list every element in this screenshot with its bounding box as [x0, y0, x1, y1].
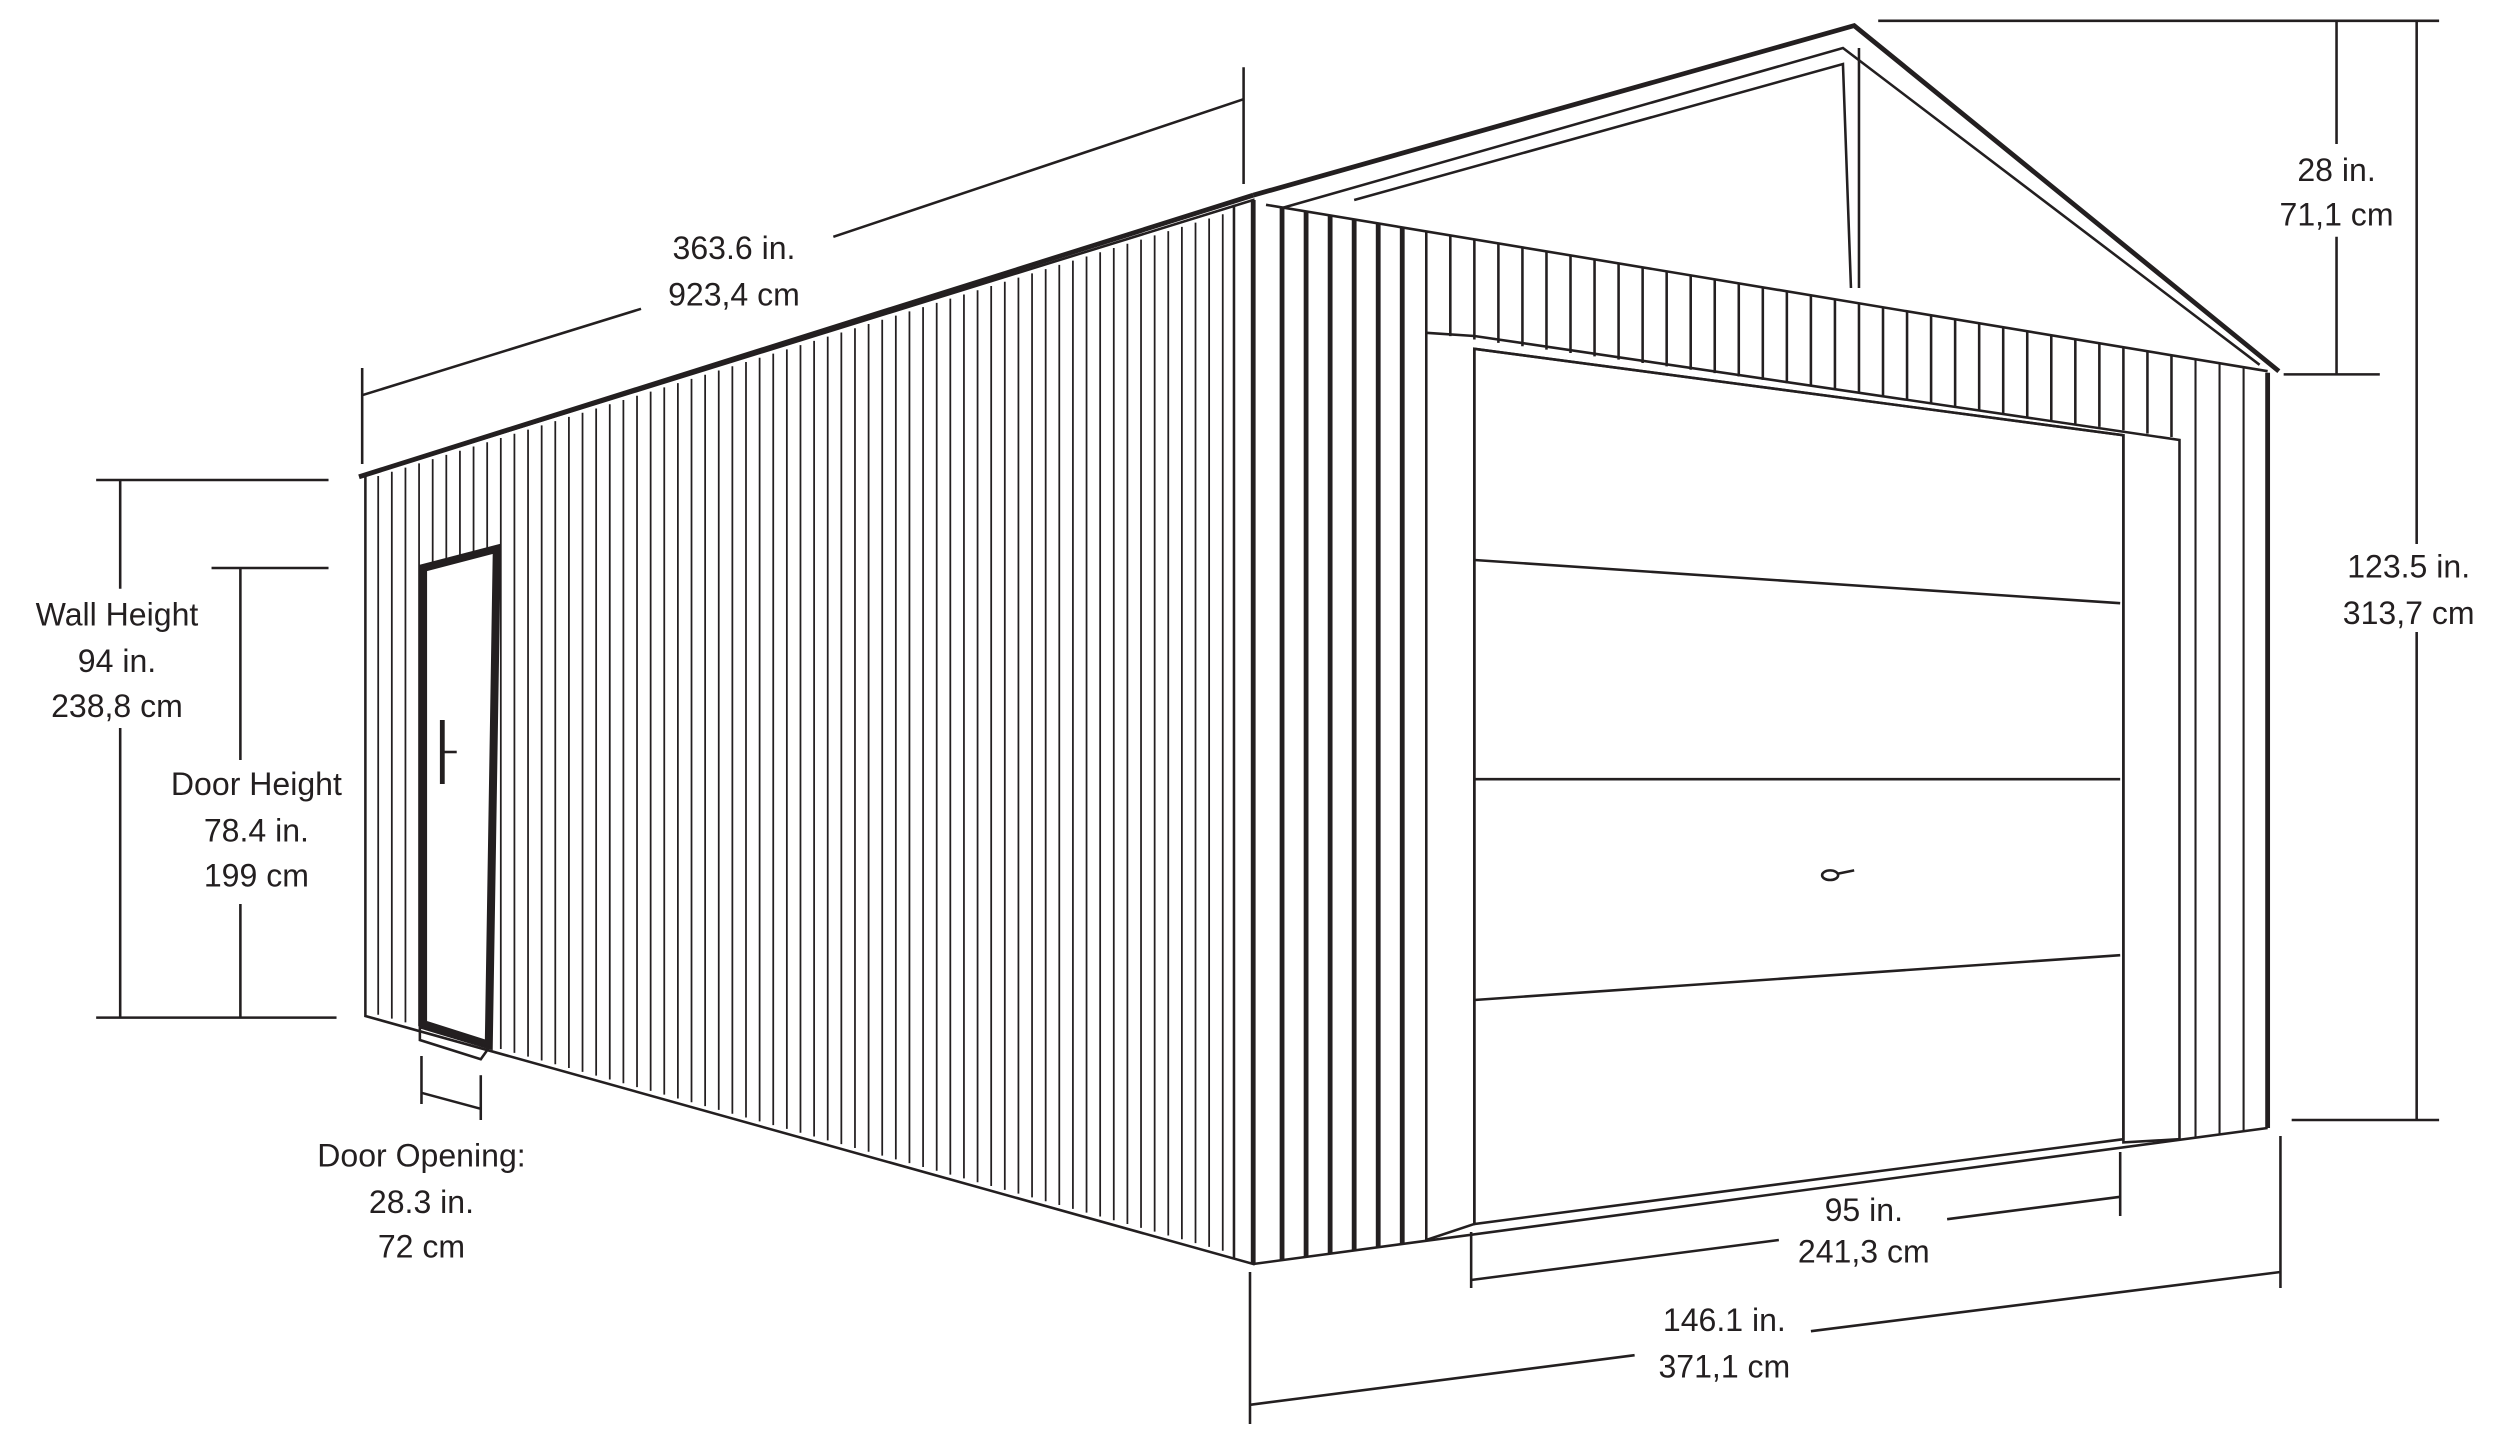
door-opening-metric: 72 cm [378, 1229, 465, 1265]
front-bottom [1253, 1126, 2268, 1266]
garage-door-width-imperial: 95 in. [1825, 1192, 1903, 1228]
side-door-step [418, 1025, 491, 1061]
door-height-metric: 199 cm [204, 857, 309, 893]
side-wall [364, 198, 1255, 1266]
side-door [419, 543, 501, 1051]
width-metric: 371,1 cm [1658, 1349, 1790, 1385]
wall-height-imperial: 94 in. [78, 643, 156, 679]
gable-height-metric: 71,1 cm [2280, 197, 2394, 233]
total-height-metric: 313,7 cm [2343, 595, 2475, 631]
door-height-imperial: 78.4 in. [204, 813, 309, 849]
door-handle-icon [439, 720, 457, 784]
door-panel-line [1474, 953, 2121, 1002]
door-height-label: Door Height [171, 766, 342, 802]
dimension-lines [96, 19, 2440, 1424]
total-height-imperial: 123.5 in. [2347, 549, 2470, 585]
front-wall-ribs [1279, 207, 2245, 1261]
garage-door [1473, 347, 2125, 1226]
gable-truss [1353, 62, 1853, 289]
garage-handle-icon [1820, 869, 1855, 882]
width-imperial: 146.1 in. [1663, 1302, 1786, 1338]
door-opening-label: Door Opening: [317, 1137, 525, 1173]
gable-inner [1281, 46, 2261, 366]
garage-door-frame [1425, 331, 2181, 1242]
wall-height-metric: 238,8 cm [51, 688, 183, 724]
gable-height-imperial: 28 in. [2297, 152, 2375, 188]
door-panel-line [1474, 558, 2121, 605]
garage-door-width-metric: 241,3 cm [1798, 1233, 1930, 1269]
gable-base [1265, 203, 2268, 373]
length-metric: 923,4 cm [668, 277, 800, 313]
side-wall-ribs [377, 214, 1224, 1251]
door-opening-imperial: 28.3 in. [369, 1184, 474, 1220]
length-imperial: 363.6 in. [673, 230, 796, 266]
wall-height-label: Wall Height [36, 597, 199, 633]
gable-roof [1252, 22, 2281, 374]
roof-eave-side [358, 192, 1254, 480]
